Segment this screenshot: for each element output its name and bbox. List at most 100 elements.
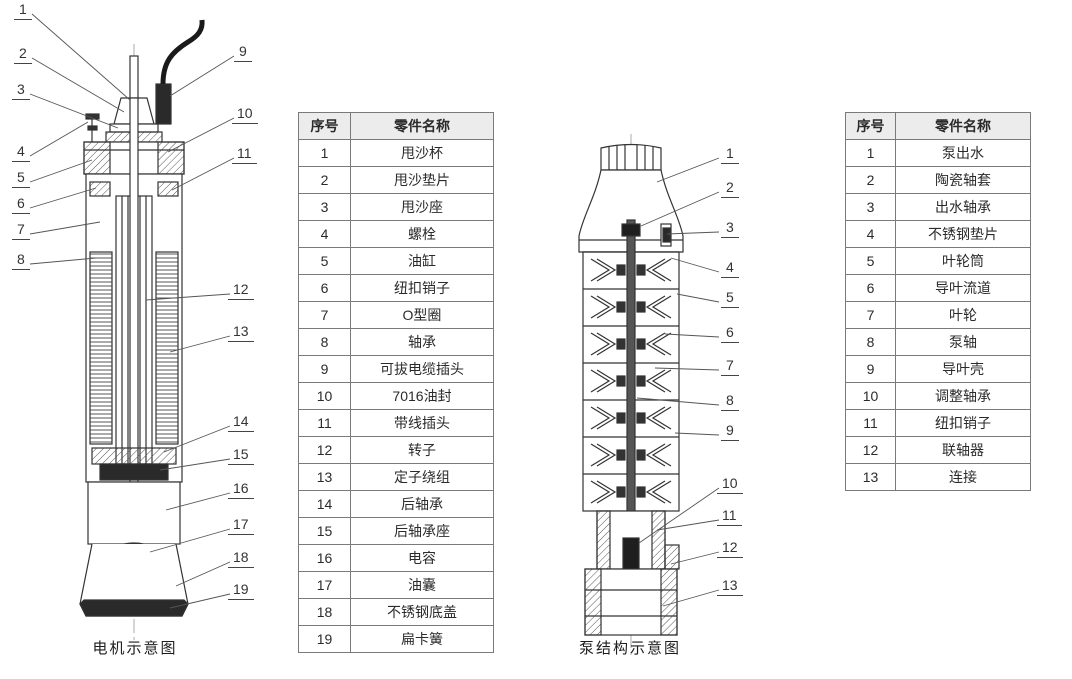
part-number: 8 — [845, 328, 896, 356]
part-number: 3 — [845, 193, 896, 221]
callout-label: 1 — [14, 2, 32, 20]
part-number: 5 — [298, 247, 351, 275]
table-row: 14 后轴承 — [298, 490, 494, 518]
part-number: 13 — [845, 463, 896, 491]
table-row: 17 油囊 — [298, 571, 494, 599]
part-number: 17 — [298, 571, 351, 599]
table-row: 19 扁卡簧 — [298, 625, 494, 653]
table-row: 5 油缸 — [298, 247, 494, 275]
part-name: 不锈钢底盖 — [350, 598, 494, 626]
callout-label: 9 — [721, 423, 739, 441]
callout-label: 2 — [721, 180, 739, 198]
table-row: 11 带线插头 — [298, 409, 494, 437]
part-name: 扁卡簧 — [350, 625, 494, 653]
table-row: 4 螺栓 — [298, 220, 494, 248]
part-name: 油囊 — [350, 571, 494, 599]
table-row: 11 纽扣销子 — [845, 409, 1031, 437]
table-row: 1 泵出水 — [845, 139, 1031, 167]
table-row: 3 出水轴承 — [845, 193, 1031, 221]
part-number: 5 — [845, 247, 896, 275]
part-number: 6 — [845, 274, 896, 302]
part-number: 16 — [298, 544, 351, 572]
part-number: 2 — [298, 166, 351, 194]
callout-label: 16 — [228, 481, 254, 499]
table-row: 7 叶轮 — [845, 301, 1031, 329]
table-row: 16 电容 — [298, 544, 494, 572]
callout-label: 14 — [228, 414, 254, 432]
part-name: 联轴器 — [895, 436, 1031, 464]
part-number: 4 — [845, 220, 896, 248]
part-name: 叶轮筒 — [895, 247, 1031, 275]
part-name: 泵轴 — [895, 328, 1031, 356]
pump-caption: 泵结构示意图 — [578, 640, 681, 657]
table-row: 4 不锈钢垫片 — [845, 220, 1031, 248]
part-name: 调整轴承 — [895, 382, 1031, 410]
motor-drawing — [29, 13, 235, 650]
callout-label: 13 — [228, 324, 254, 342]
callout-label: 7 — [721, 358, 739, 376]
part-name: 纽扣销子 — [350, 274, 494, 302]
table-row: 2 甩沙垫片 — [298, 166, 494, 194]
part-number: 7 — [298, 301, 351, 329]
table-row: 2 陶瓷轴套 — [845, 166, 1031, 194]
part-number: 10 — [845, 382, 896, 410]
part-number: 6 — [298, 274, 351, 302]
part-name: 可拔电缆插头 — [350, 355, 494, 383]
table-row: 5 叶轮筒 — [845, 247, 1031, 275]
part-name: 甩沙座 — [350, 193, 494, 221]
part-name: 陶瓷轴套 — [895, 166, 1031, 194]
callout-label: 12 — [228, 282, 254, 300]
callout-label: 4 — [721, 260, 739, 278]
part-name: 轴承 — [350, 328, 494, 356]
callout-label: 12 — [717, 540, 743, 558]
table-row: 13 定子绕组 — [298, 463, 494, 491]
part-number: 13 — [298, 463, 351, 491]
callout-label: 13 — [717, 578, 743, 596]
part-name: 出水轴承 — [895, 193, 1031, 221]
part-number: 3 — [298, 193, 351, 221]
table-row: 13 连接 — [845, 463, 1031, 491]
callout-label: 5 — [721, 290, 739, 308]
pump-parts-table: 序号 零件名称 1 泵出水 2 陶瓷轴套 3 出水轴承 4 不锈钢垫片 5 叶轮… — [845, 112, 1031, 491]
callout-label: 10 — [717, 476, 743, 494]
part-name: 后轴承座 — [350, 517, 494, 545]
table-row: 12 联轴器 — [845, 436, 1031, 464]
pump-drawing — [578, 134, 720, 658]
part-name: 定子绕组 — [350, 463, 494, 491]
callout-label: 11 — [717, 508, 742, 526]
part-number: 9 — [298, 355, 351, 383]
part-name: 叶轮 — [895, 301, 1031, 329]
motor-leader-lines — [29, 13, 235, 609]
col-header-name: 零件名称 — [350, 112, 494, 140]
table-row: 6 导叶流道 — [845, 274, 1031, 302]
part-number: 7 — [845, 301, 896, 329]
callout-label: 15 — [228, 447, 254, 465]
part-number: 19 — [298, 625, 351, 653]
pump-leader-lines — [636, 157, 720, 607]
motor-parts-table: 序号 零件名称 1 甩沙杯 2 甩沙垫片 3 甩沙座 4 螺栓 5 油缸 6 纽… — [298, 112, 494, 653]
part-number: 4 — [298, 220, 351, 248]
callout-label: 8 — [12, 252, 30, 270]
col-header-name: 零件名称 — [895, 112, 1031, 140]
callout-label: 3 — [12, 82, 30, 100]
part-name: 不锈钢垫片 — [895, 220, 1031, 248]
callout-label: 6 — [12, 196, 30, 214]
table-row: 8 泵轴 — [845, 328, 1031, 356]
table-row: 6 纽扣销子 — [298, 274, 494, 302]
callout-label: 18 — [228, 550, 254, 568]
callout-label: 11 — [232, 146, 257, 164]
col-header-number: 序号 — [298, 112, 351, 140]
part-number: 11 — [845, 409, 896, 437]
part-name: 带线插头 — [350, 409, 494, 437]
part-name: 螺栓 — [350, 220, 494, 248]
pump-figure: 1 2 3 4 5 6 7 8 9 10 11 12 13 泵结构示意图 — [545, 128, 775, 668]
table-row: 9 可拔电缆插头 — [298, 355, 494, 383]
col-header-number: 序号 — [845, 112, 896, 140]
motor-caption: 电机示意图 — [92, 640, 178, 657]
table-row: 15 后轴承座 — [298, 517, 494, 545]
part-name: 电容 — [350, 544, 494, 572]
part-name: 甩沙垫片 — [350, 166, 494, 194]
table-row: 1 甩沙杯 — [298, 139, 494, 167]
table-row: 18 不锈钢底盖 — [298, 598, 494, 626]
